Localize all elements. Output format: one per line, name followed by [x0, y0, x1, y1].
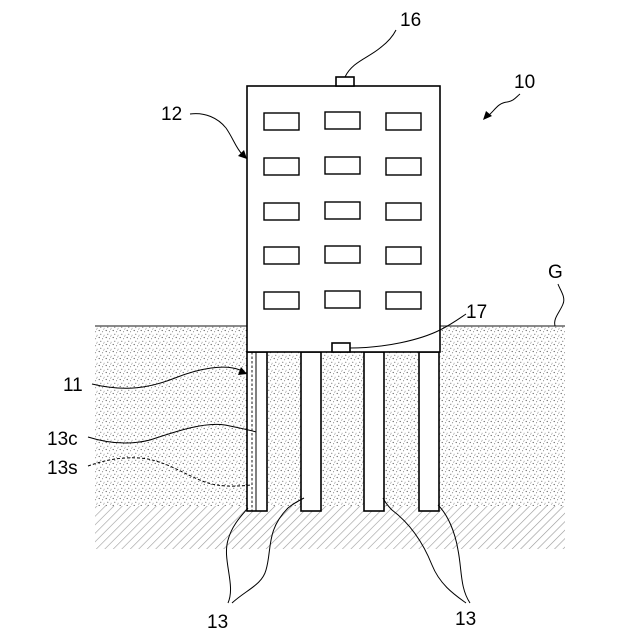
label-top-sensor: 16 [400, 10, 421, 31]
window [386, 292, 421, 309]
label-ground: G [548, 262, 563, 283]
window [386, 203, 421, 220]
pile-3 [364, 352, 384, 511]
ground-section [95, 326, 565, 549]
window [325, 291, 360, 308]
base-sensor-box [332, 343, 350, 352]
label-building: 12 [161, 104, 182, 125]
label-piles-left: 13 [207, 612, 228, 633]
label-pile-sleeve: 13s [47, 458, 78, 479]
pile-2 [301, 352, 321, 511]
window [264, 203, 299, 220]
label-assembly: 10 [514, 72, 535, 93]
pile-4 [419, 352, 439, 511]
label-reinforced-pile: 11 [63, 375, 83, 396]
window [386, 158, 421, 175]
window [325, 112, 360, 129]
label-base-sensor: 17 [466, 302, 487, 323]
window [386, 247, 421, 264]
soil-layer [95, 326, 565, 506]
window [386, 113, 421, 130]
pile-reinforced [247, 352, 267, 511]
arrowhead-10 [483, 111, 492, 120]
building [247, 77, 440, 352]
bearing-layer [95, 506, 565, 549]
leader-12 [190, 114, 242, 154]
window [264, 113, 299, 130]
window [264, 158, 299, 175]
window [325, 246, 360, 263]
label-pile-core: 13c [47, 429, 78, 450]
top-sensor-box [336, 77, 354, 86]
leader-ground [555, 284, 564, 326]
leader-16 [345, 30, 396, 77]
label-piles-right: 13 [455, 609, 476, 630]
window [325, 202, 360, 219]
window [264, 247, 299, 264]
leader-10 [488, 94, 520, 116]
window [264, 292, 299, 309]
window [325, 157, 360, 174]
